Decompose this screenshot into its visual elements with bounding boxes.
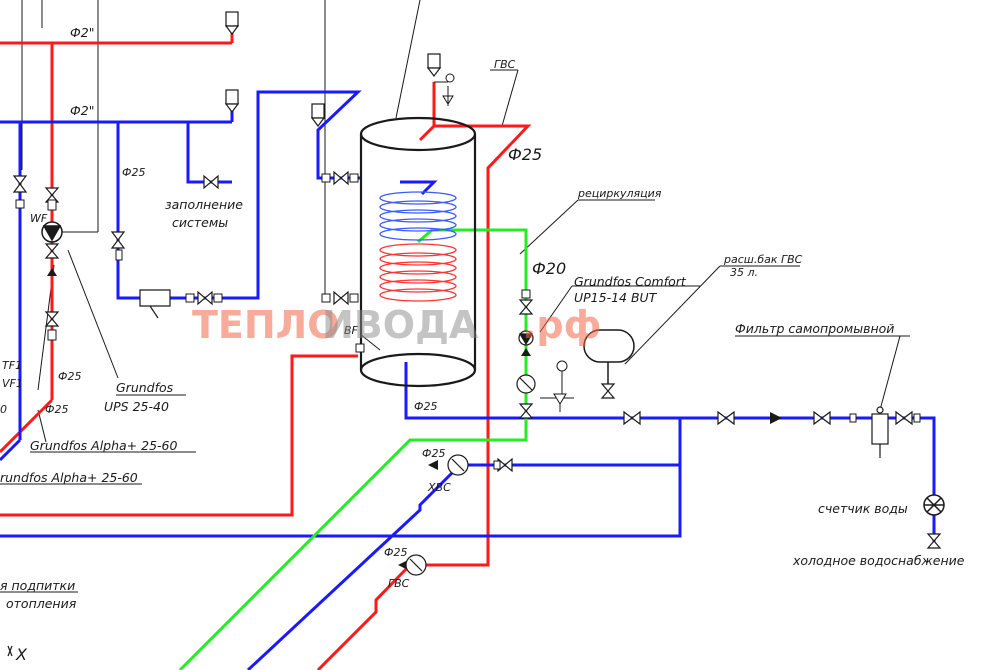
flow-arrows — [398, 460, 438, 569]
label-gvs-top: ГВС — [494, 58, 516, 71]
label-dia-20: Ф20 — [532, 259, 566, 278]
label-exp-tank-2: 35 л. — [730, 266, 758, 279]
label-dia-25-a: Ф25 — [58, 370, 81, 383]
valve-main-3 — [813, 410, 831, 426]
cross-symbol — [7, 645, 13, 657]
valve-recirc-bot — [518, 403, 534, 419]
gauges — [405, 374, 536, 576]
air-vent-top-blue — [224, 89, 240, 113]
valve-wf-bot — [44, 311, 60, 327]
arrow-hvs — [428, 460, 438, 470]
label-tf1: TF1 — [2, 359, 22, 372]
watermark-part-c: .рф — [522, 303, 601, 347]
pump-wf — [41, 221, 63, 243]
dhw-storage-tank — [359, 116, 477, 388]
expansion-tank-gvs — [583, 329, 635, 384]
valve-main-1 — [623, 410, 641, 426]
label-dia-25-gvs: Ф25 — [384, 546, 407, 559]
label-cold-supply: холодное водоснабжение — [792, 553, 965, 568]
air-vent-top-red — [224, 11, 240, 35]
label-zero: 0 — [0, 403, 7, 416]
valve-filter-line — [197, 290, 213, 306]
label-dia-top-red: Ф2" — [70, 25, 94, 40]
label-pump-alpha-1: Grundfos Alpha+ 25-60 — [30, 438, 177, 453]
label-gvs-bottom: ГВС — [388, 577, 410, 590]
valve-fill-system — [203, 174, 219, 190]
label-hvs: ХВС — [427, 481, 451, 494]
label-dia-25-big: Ф25 — [508, 145, 542, 164]
label-pump-alpha-2: rundfos Alpha+ 25-60 — [0, 470, 138, 485]
labels: Ф2" Ф2" Ф25 заполнение системы ГВС Ф25 р… — [0, 25, 965, 664]
tank-coil-upper — [379, 191, 457, 241]
water-meter — [923, 494, 945, 516]
valve-left-1 — [12, 175, 28, 193]
label-dia-25-hvs: Ф25 — [422, 447, 445, 460]
label-exp-tank-1: расш.бак ГВС — [723, 253, 803, 266]
valve-exp-tank — [600, 383, 616, 399]
label-wf: WF — [30, 212, 48, 225]
tank-coil-lower — [379, 243, 457, 302]
watermark: ТЕПЛО ИВОДА .рф — [192, 303, 601, 347]
label-dia-top-blue: Ф2" — [70, 103, 94, 118]
label-makeup-1: я подпитки — [0, 578, 75, 593]
label-fill-line1: заполнение — [165, 197, 243, 212]
label-fill-line2: системы — [172, 215, 228, 230]
safety-group — [540, 360, 574, 412]
label-recirculation: рециркуляция — [577, 187, 662, 200]
check-valve-recirc — [521, 348, 531, 356]
valve-wf-top — [44, 187, 60, 203]
label-makeup-2: отопления — [6, 596, 77, 611]
label-pump-ups-2: UPS 25-40 — [104, 399, 169, 414]
valve-wf-mid — [44, 243, 60, 259]
pumps — [41, 221, 782, 424]
valves — [12, 170, 942, 549]
sensor-bf — [355, 343, 365, 353]
valve-blue-drop — [110, 231, 126, 249]
pump-comfort — [518, 330, 534, 346]
self-cleaning-filter — [871, 406, 889, 458]
watermark-part-b: ИВОДА — [322, 303, 479, 347]
valve-meter-bottom — [926, 533, 942, 549]
label-meter: счетчик воды — [818, 501, 908, 516]
watermark-part-a: ТЕПЛО — [192, 303, 340, 347]
air-vents — [224, 11, 442, 127]
fittings — [15, 173, 921, 470]
air-vent-gvs — [426, 53, 442, 77]
label-pump-comfort-1: Grundfos Comfort — [574, 274, 687, 289]
check-valve-main — [770, 412, 782, 424]
label-cross-mark: X — [15, 645, 28, 664]
label-vf1: VF1 — [2, 377, 23, 390]
label-pump-ups-1: Grundfos — [116, 380, 174, 395]
strainer-left — [139, 289, 171, 319]
label-dia-25-tank: Ф25 — [414, 400, 437, 413]
cold-water-pipes — [0, 90, 936, 670]
valve-main-4 — [895, 410, 913, 426]
leader-lines — [0, 0, 910, 593]
label-pump-comfort-2: UP15-14 BUT — [574, 290, 658, 305]
valve-tank-cold-in — [333, 170, 349, 186]
air-vent-tank — [310, 103, 326, 127]
arrow-gvs — [398, 561, 406, 569]
check-valve-wf — [47, 268, 57, 276]
safety-valve-gvs — [434, 73, 455, 106]
valve-main-2 — [717, 410, 735, 426]
valve-tank-hot-in — [333, 290, 349, 306]
label-bf: BF — [344, 324, 359, 337]
label-dia-25-b: Ф25 — [45, 403, 68, 416]
label-dia-25-left: Ф25 — [122, 166, 145, 179]
hot-water-pipes — [0, 30, 532, 670]
label-filter: Фильтр самопромывной — [735, 321, 894, 336]
valve-recirc-top — [518, 299, 534, 315]
